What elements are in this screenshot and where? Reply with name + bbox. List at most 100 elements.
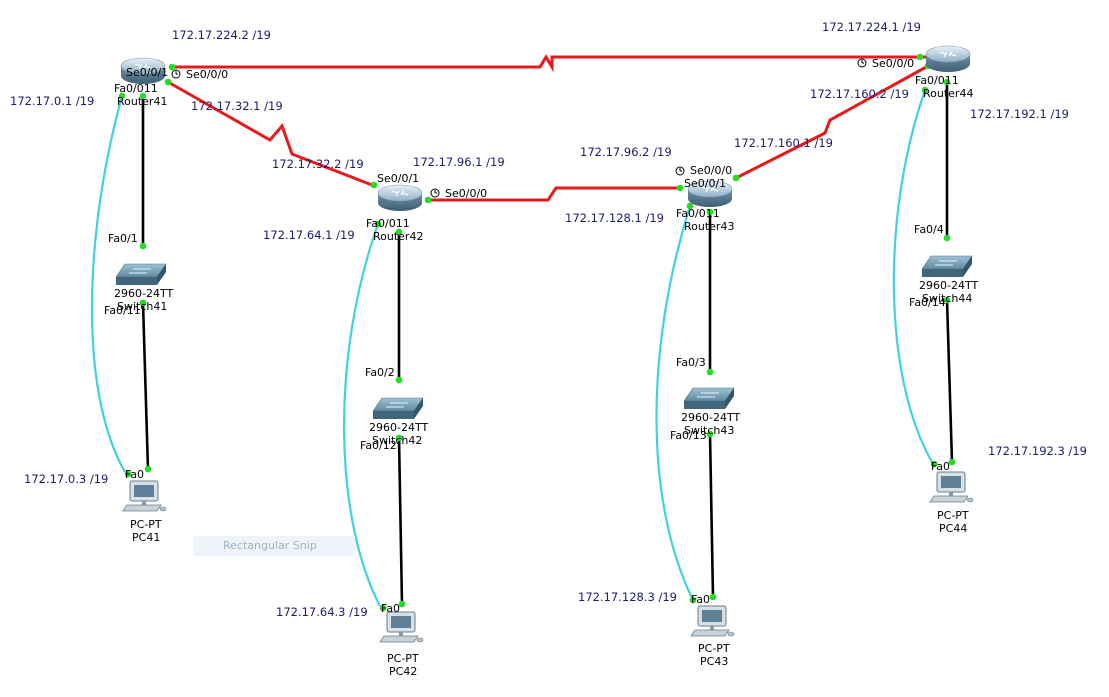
- router43-icon[interactable]: [687, 180, 733, 207]
- port-label: Fa0/4: [914, 223, 944, 236]
- device-name-switch41: Switch41: [117, 300, 168, 313]
- link-sw41-pc41[interactable]: [141, 302, 150, 471]
- ip-label-r41-r44: 172.17.224.2 /19: [172, 28, 271, 42]
- clock-icon: [171, 69, 181, 79]
- pc44-icon[interactable]: [929, 471, 974, 503]
- port-dot: [379, 604, 387, 612]
- ip-label-r41-r42: 172.17.32.1 /19: [191, 99, 283, 113]
- port-label: Fa0/13: [670, 429, 707, 442]
- port-dot: [686, 202, 694, 210]
- device-model-pc41: PC-PT: [130, 518, 162, 531]
- device-name-router41: Router41: [117, 95, 168, 108]
- device-name-pc42: PC42: [389, 665, 418, 678]
- port-dot: [395, 434, 403, 442]
- link-r41-r42[interactable]: [167, 80, 373, 187]
- port-label: Fa0/011: [676, 207, 720, 220]
- port-label: Se0/0/1: [684, 177, 727, 190]
- ip-label-r44-lan: 172.17.192.1 /19: [970, 107, 1069, 121]
- router44-icon[interactable]: [925, 45, 971, 72]
- ip-label-pc44: 172.17.192.3 /19: [988, 444, 1087, 458]
- port-label: Fa0: [691, 593, 711, 606]
- device-name-router44: Router44: [923, 87, 974, 100]
- ip-label-r43-r42: 172.17.96.2 /19: [580, 145, 672, 159]
- device-model-switch44: 2960-24TT: [919, 279, 979, 292]
- port-dot: [395, 376, 403, 384]
- port-dot: [144, 465, 152, 473]
- port-dot: [943, 234, 951, 242]
- port-label: Se0/0/0: [690, 164, 733, 177]
- port-dot: [706, 208, 714, 216]
- link-r41-r44[interactable]: [172, 54, 930, 73]
- device-name-pc43: PC43: [700, 655, 729, 668]
- ip-label-r44-r43: 172.17.160.2 /19: [810, 87, 909, 101]
- port-dot: [921, 86, 929, 94]
- port-dot: [916, 53, 924, 61]
- link-sw44-pc44[interactable]: [945, 299, 954, 463]
- link-r42-pc42[interactable]: [342, 223, 381, 607]
- pc42-icon[interactable]: [379, 611, 424, 643]
- ip-label-pc43: 172.17.128.3 /19: [578, 590, 677, 604]
- device-model-switch42: 2960-24TT: [369, 421, 429, 434]
- port-label: Fa0/011: [114, 82, 158, 95]
- port-label: Fa0: [931, 460, 951, 473]
- device-model-pc43: PC-PT: [698, 642, 730, 655]
- port-dot: [732, 174, 740, 182]
- port-label: Fa0/1: [108, 232, 138, 245]
- ip-label-r43-lan: 172.17.128.1 /19: [565, 211, 664, 225]
- port-label: Se0/0/0: [186, 68, 229, 81]
- router41-icon[interactable]: [120, 57, 166, 84]
- link-sw43-pc43[interactable]: [708, 433, 715, 598]
- port-label: Fa0/11: [104, 304, 141, 317]
- port-dot: [139, 299, 147, 307]
- ip-label-pc41: 172.17.0.3 /19: [24, 472, 109, 486]
- cross-links: [90, 89, 933, 607]
- port-label: Fa0/011: [915, 74, 959, 87]
- ip-label-r42-r41: 172.17.32.2 /19: [272, 157, 364, 171]
- port-dot: [374, 220, 382, 228]
- port-dot: [424, 196, 432, 204]
- port-label: Se0/0/1: [377, 172, 420, 185]
- router42-icon[interactable]: [377, 184, 423, 211]
- device-model-switch43: 2960-24TT: [681, 411, 741, 424]
- device-model-pc44: PC-PT: [937, 509, 969, 522]
- switch43-icon[interactable]: [683, 387, 735, 409]
- port-dot: [370, 181, 378, 189]
- port-dot: [395, 228, 403, 236]
- link-r41-pc41[interactable]: [90, 95, 126, 473]
- port-label: Fa0/12: [360, 439, 397, 452]
- port-dot: [706, 430, 714, 438]
- ip-label-r43-r44: 172.17.160.1 /19: [734, 136, 833, 150]
- ip-label-r44-r41: 172.17.224.1 /19: [822, 20, 921, 34]
- port-dot: [398, 600, 406, 608]
- port-label: Fa0: [381, 602, 401, 615]
- link-r43-pc43[interactable]: [655, 205, 693, 599]
- device-name-pc44: PC44: [939, 522, 968, 535]
- device-name-switch44: Switch44: [922, 292, 973, 305]
- device-name-switch43: Switch43: [684, 424, 735, 437]
- switch44-icon[interactable]: [921, 255, 973, 277]
- port-dot: [948, 458, 956, 466]
- switch42-icon[interactable]: [372, 397, 424, 419]
- device-name-router42: Router42: [373, 230, 424, 243]
- port-dot: [139, 242, 147, 250]
- device-name-pc41: PC41: [132, 531, 161, 544]
- link-r42-r43[interactable]: [428, 186, 680, 202]
- port-label: Se0/0/1: [126, 66, 169, 79]
- clock-icons: [171, 58, 867, 198]
- port-label: Fa0/14: [909, 296, 946, 309]
- link-r44-pc44[interactable]: [892, 89, 933, 463]
- ip-label-r41-lan: 172.17.0.1 /19: [10, 94, 95, 108]
- switch41-icon[interactable]: [115, 263, 167, 285]
- port-dot: [943, 296, 951, 304]
- pc43-icon[interactable]: [690, 605, 735, 637]
- link-sw42-pc42[interactable]: [397, 437, 404, 605]
- port-dot: [139, 92, 147, 100]
- link-r43-r44[interactable]: [735, 64, 929, 180]
- port-dot: [124, 470, 132, 478]
- port-dot: [930, 460, 938, 468]
- port-dots: [118, 53, 956, 612]
- port-dot: [168, 63, 176, 71]
- snip-tooltip: Rectangular Snip: [193, 536, 355, 556]
- pc41-icon[interactable]: [122, 480, 167, 512]
- device-name-router43: Router43: [684, 220, 735, 233]
